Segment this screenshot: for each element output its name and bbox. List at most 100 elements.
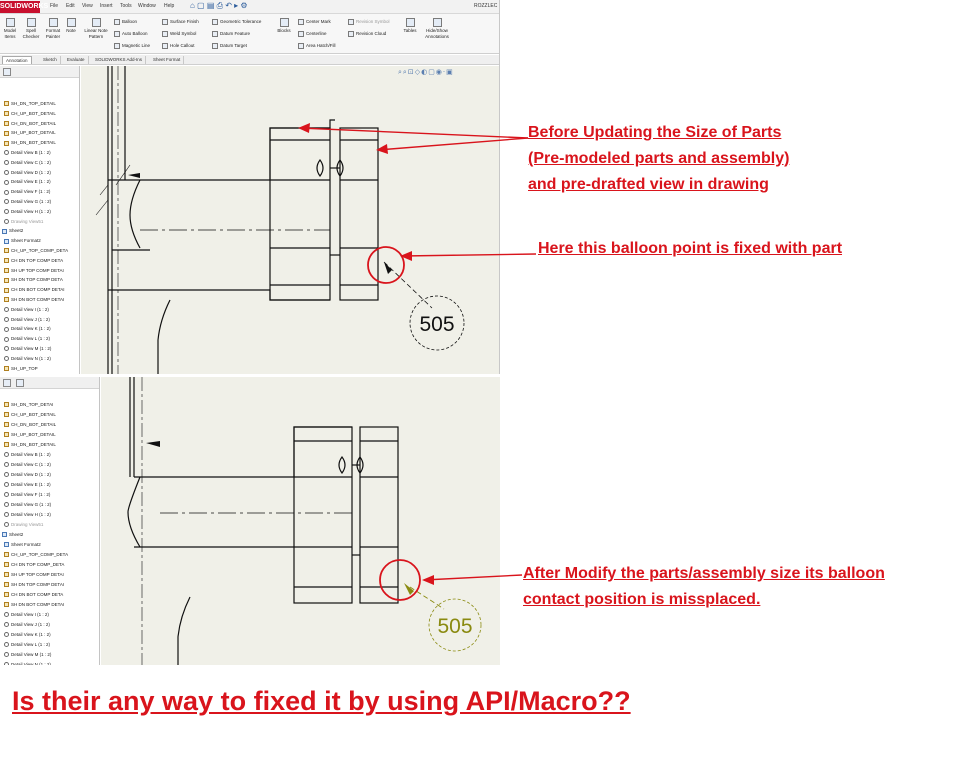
magnetic-line-button[interactable]: Magnetic Line xyxy=(114,43,150,49)
tree-item[interactable]: SH UP TOP COMP DETAI xyxy=(4,570,64,579)
tree-item[interactable]: SH DN TOP COMP DETA xyxy=(4,275,63,284)
tree-item[interactable]: Detail View M (1 : 2) xyxy=(4,344,51,353)
tab-evaluate[interactable]: Evaluate xyxy=(64,56,89,64)
center-mark-button[interactable]: Center Mark xyxy=(298,19,331,25)
tree-item[interactable]: Detail View M (1 : 2) xyxy=(4,650,51,659)
tree-item[interactable]: CH_UP_BOT_DETAIL xyxy=(4,410,56,419)
tree-item[interactable]: Detail View K (1 : 2) xyxy=(4,324,51,333)
menu-tools[interactable]: Tools xyxy=(120,3,132,9)
tree-item[interactable]: Sheet2 xyxy=(2,226,23,235)
tab-annotation[interactable]: Annotation xyxy=(2,56,32,64)
tree-item[interactable]: Detail View B (1 : 2) xyxy=(4,148,51,157)
drawing-canvas[interactable] xyxy=(81,66,499,374)
tree-item[interactable]: SH_DN_BOT_DETAIL xyxy=(4,138,56,147)
menu-window[interactable]: Window xyxy=(138,3,156,9)
datum-target-button[interactable]: Datum Target xyxy=(212,43,247,49)
tree-item[interactable]: Sheet2 xyxy=(2,530,23,539)
linear-note-pattern-button[interactable]: Linear Note Pattern xyxy=(82,18,110,40)
tree-item[interactable]: CH_DN_BOT_DETAIL xyxy=(4,119,56,128)
balloon-circle[interactable] xyxy=(409,295,465,351)
tree-item[interactable]: SH DN BOT COMP DETAI xyxy=(4,600,64,609)
tree-item[interactable]: Sheet Format2 xyxy=(4,540,41,549)
geometric-tolerance-button[interactable]: Geometric Tolerance xyxy=(212,19,261,25)
tree-item[interactable]: Detail View C (1 : 2) xyxy=(4,460,51,469)
app-logo[interactable]: SOLIDWORKS xyxy=(0,1,48,13)
tree-item[interactable]: Detail View J (1 : 2) xyxy=(4,315,50,324)
tree-item[interactable]: Detail View D (1 : 2) xyxy=(4,470,51,479)
tree-item[interactable]: Detail View B (1 : 2) xyxy=(4,450,51,459)
tree-item[interactable]: Detail View I (1 : 2) xyxy=(4,610,49,619)
tree-item-label: SH_DN_TOP_DETAI xyxy=(11,402,54,407)
tree-item[interactable]: Detail View N (1 : 2) xyxy=(4,354,51,363)
tree-item[interactable]: CH DN BOT COMP DETA xyxy=(4,590,63,599)
spell-checker-button[interactable]: Spell Checker xyxy=(22,18,40,40)
balloon-circle-after[interactable] xyxy=(428,598,482,652)
tree-item[interactable]: CH DN TOP COMP_DETA xyxy=(4,560,64,569)
tree-item[interactable]: SH_UP_BOT_DETAIL xyxy=(4,430,56,439)
tables-button[interactable]: Tables xyxy=(400,18,420,34)
tree-item[interactable]: SH DN TOP COMP DETAI xyxy=(4,580,64,589)
tree-item[interactable]: Drawing View51 xyxy=(4,520,43,529)
hide-show-annotations-button[interactable]: Hide/Show Annotations xyxy=(422,18,452,40)
feature-manager-tab-icon[interactable] xyxy=(3,68,11,76)
drawing-canvas-after[interactable] xyxy=(101,377,500,665)
tree-item[interactable]: SH_DN_BOT_DETAIL xyxy=(4,440,56,449)
tree-item[interactable]: Detail View H (1 : 2) xyxy=(4,207,51,216)
tree-item[interactable]: Detail View C (1 : 2) xyxy=(4,158,51,167)
auto-balloon-button[interactable]: Auto Balloon xyxy=(114,31,148,37)
tree-item[interactable]: CH DN TOP COMP DETA xyxy=(4,256,63,265)
tree-item[interactable]: Detail View L (1 : 2) xyxy=(4,640,50,649)
area-hatch-fill-button[interactable]: Area Hatch/Fill xyxy=(298,43,336,49)
tree-item[interactable]: Detail View K (1 : 2) xyxy=(4,630,51,639)
tree-item[interactable]: SH_UP_BOT_DETAIL xyxy=(4,128,56,137)
tree-item[interactable]: Detail View F (1 : 2) xyxy=(4,187,50,196)
tab-solidworks-add-ins[interactable]: SOLIDWORKS Add-Ins xyxy=(92,56,147,64)
tree-item[interactable]: Detail View E (1 : 2) xyxy=(4,480,51,489)
tree-item[interactable]: SH_DN_TOP_DETAI xyxy=(4,400,53,409)
quick-access-toolbar-icons[interactable]: ⌂ ▢ ▤ ⎙ ↶ ▸ ⚙ xyxy=(190,1,248,10)
revision-cloud-button[interactable]: Revision Cloud xyxy=(348,31,386,37)
note-button[interactable]: Note xyxy=(64,18,78,34)
tree-item[interactable]: CH_DN_BOT_DETAIL xyxy=(4,420,56,429)
menu-help[interactable]: Help xyxy=(164,3,175,9)
tree-item[interactable]: Detail View L (1 : 2) xyxy=(4,334,50,343)
weld-symbol-button[interactable]: Weld Symbol xyxy=(162,31,196,37)
tree-item[interactable]: Detail View J (1 : 2) xyxy=(4,620,50,629)
menu-insert[interactable]: Insert xyxy=(100,3,113,9)
blocks-button[interactable]: Blocks xyxy=(276,18,292,34)
tree-item[interactable]: Detail View G (1 : 2) xyxy=(4,197,51,206)
centerline-button[interactable]: Centerline xyxy=(298,31,327,37)
tab-sketch[interactable]: Sketch xyxy=(40,56,61,64)
tree-item[interactable]: Detail View E (1 : 2) xyxy=(4,177,51,186)
tree-item[interactable]: Detail View N (1 : 2) xyxy=(4,660,51,665)
tree-item[interactable]: CH_UP_TOP_COMP_DETA xyxy=(4,246,68,255)
tree-item[interactable]: Detail View I (1 : 2) xyxy=(4,305,49,314)
tree-item[interactable]: Drawing View51 xyxy=(4,217,43,226)
tree-item[interactable]: Detail View G (1 : 2) xyxy=(4,500,51,509)
tree-item[interactable]: CH DN BOT COMP DETAI xyxy=(4,285,65,294)
property-manager-tab-icon[interactable] xyxy=(16,379,24,387)
menu-view[interactable]: View xyxy=(82,3,93,9)
view-heads-up-toolbar[interactable]: ⌕⌕⊡◇◐▢◉·▣ xyxy=(398,68,454,76)
tree-item[interactable]: SH DN BOT COMP DETAI xyxy=(4,295,64,304)
model-items-button[interactable]: Model Items xyxy=(2,18,18,40)
balloon-button[interactable]: Balloon xyxy=(114,19,137,25)
tab-sheet-format[interactable]: Sheet Format xyxy=(150,56,185,64)
revision-symbol-button[interactable]: Revision Symbol xyxy=(348,19,390,25)
format-painter-button[interactable]: Format Painter xyxy=(44,18,62,40)
menu-file[interactable]: File xyxy=(50,3,59,9)
surface-finish-button[interactable]: Surface Finish xyxy=(162,19,199,25)
hole-callout-button[interactable]: Hole Callout xyxy=(162,43,195,49)
tree-item[interactable]: CH_UP_BOT_DETAIL xyxy=(4,109,56,118)
tree-item[interactable]: Sheet Format2 xyxy=(4,236,41,245)
tree-item[interactable]: Detail View F (1 : 2) xyxy=(4,490,50,499)
datum-feature-button[interactable]: Datum Feature xyxy=(212,31,250,37)
tree-item[interactable]: SH_DN_TOP_DETAIL xyxy=(4,99,56,108)
feature-manager-tab-icon-after[interactable] xyxy=(3,379,11,387)
tree-item[interactable]: SH UP TOP COMP DETAI xyxy=(4,266,64,275)
tree-item[interactable]: SH_UP_TOP xyxy=(4,364,38,373)
tree-item[interactable]: Detail View D (1 : 2) xyxy=(4,168,51,177)
tree-item[interactable]: Detail View H (1 : 2) xyxy=(4,510,51,519)
menu-edit[interactable]: Edit xyxy=(66,3,75,9)
tree-item[interactable]: CH_UP_TOP_COMP_DETA xyxy=(4,550,68,559)
